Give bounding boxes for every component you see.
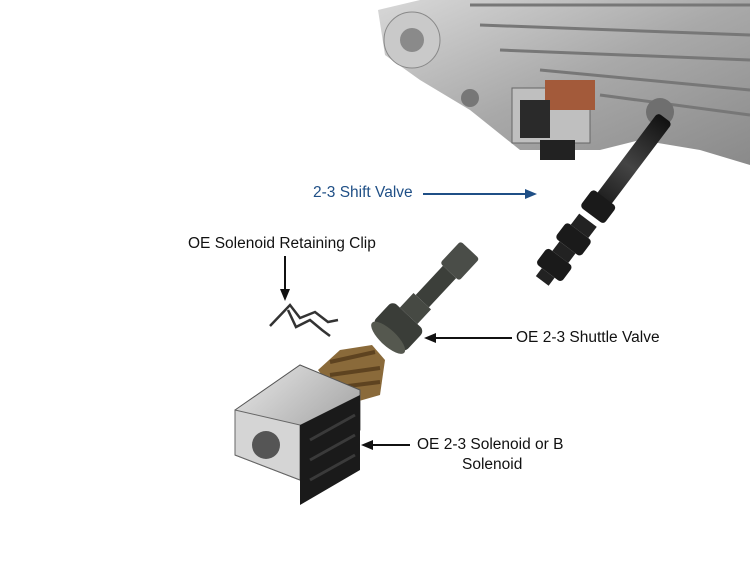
retaining-clip bbox=[269, 303, 339, 337]
installed-solenoid bbox=[511, 80, 595, 160]
retaining-clip-label: OE Solenoid Retaining Clip bbox=[188, 235, 376, 252]
shift-valve-label: 2-3 Shift Valve bbox=[313, 184, 413, 201]
shift-valve bbox=[535, 114, 671, 286]
shuttle-valve-label: OE 2-3 Shuttle Valve bbox=[516, 329, 660, 346]
leader-arrows bbox=[280, 189, 537, 450]
solenoid-label-line1: OE 2-3 Solenoid or B bbox=[417, 436, 564, 453]
solenoid bbox=[234, 345, 385, 505]
solenoid-label-line2: Solenoid bbox=[462, 456, 523, 473]
shuttle-valve bbox=[371, 242, 479, 354]
